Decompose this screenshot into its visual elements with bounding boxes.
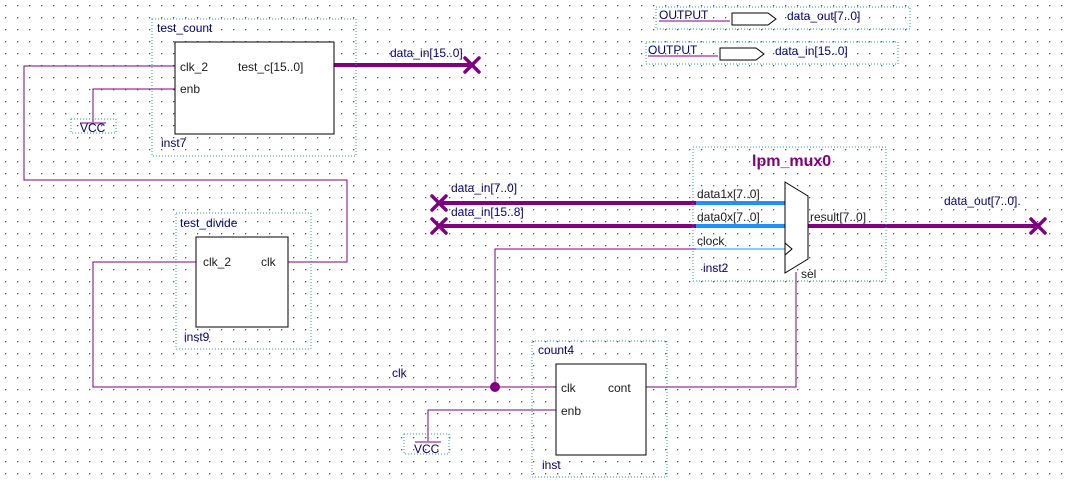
vcc-frame: [70, 118, 117, 134]
pin-label-clock: clock: [697, 234, 725, 248]
wire-mux-clock[interactable]: [494, 248, 696, 387]
clock-edge-icon: [784, 242, 793, 256]
output-port-name: data_in[15..0]: [775, 44, 848, 58]
wire-clk2-feedback[interactable]: [23, 65, 348, 263]
pin-label-sel: sel: [801, 267, 816, 281]
output-port-frame: [645, 41, 899, 65]
junction-dot: [490, 382, 500, 392]
block-type-label: lpm_mux0: [752, 153, 831, 170]
pin-label-clk: clk: [261, 255, 277, 269]
net-label-data-in-15-0: data_in[15..0]: [390, 46, 463, 60]
pin-label-data0x: data0x[7..0]: [697, 210, 760, 224]
x-terminator-icon: [463, 56, 481, 74]
pin-label-clk2: clk_2: [180, 60, 208, 74]
unconnected-markers: [430, 56, 1047, 235]
block-body: [195, 236, 289, 328]
output-port-dir-label: OUTPUT: [648, 43, 698, 57]
wire-enb-vcc1[interactable]: [92, 88, 175, 122]
pin-label-test-c: test_c[15..0]: [238, 60, 303, 74]
mux-symbol-icon: [784, 181, 809, 274]
vcc-frame: [403, 433, 450, 455]
block-test-count[interactable]: test_count clk_2 enb test_c[15..0] inst7: [151, 18, 357, 157]
output-port-name: data_out[7..0]: [787, 9, 860, 23]
instance-label: inst: [542, 458, 561, 472]
block-frame: [175, 212, 312, 350]
instance-label: inst2: [703, 261, 729, 275]
net-label-data-out: data_out[7..0].: [944, 194, 1021, 208]
x-terminator-icon: [1029, 217, 1047, 235]
block-type-label: test_divide: [180, 216, 238, 230]
x-terminator-icon: [430, 194, 448, 212]
wires: [23, 63, 1038, 441]
block-lpm-mux0[interactable]: lpm_mux0 data1x[7..0] data0x[7..0] clock…: [692, 146, 887, 282]
block-body: [555, 363, 647, 456]
vcc-symbol-2[interactable]: VCC: [403, 433, 450, 456]
output-port-data-out[interactable]: OUTPUT data_out[7..0]: [655, 6, 911, 30]
vcc-symbol-1[interactable]: VCC: [70, 118, 117, 135]
output-port-arrow-icon: [731, 12, 777, 26]
pin-label-enb: enb: [561, 404, 581, 418]
output-port-frame: [655, 6, 911, 30]
block-test-divide[interactable]: test_divide clk_2 clk inst9: [175, 212, 312, 350]
wire-cont-sel[interactable]: [646, 272, 797, 388]
net-label-data-in-7-0: data_in[7..0]: [451, 181, 517, 195]
vcc-label: VCC: [414, 442, 440, 456]
output-port-arrow-icon: [719, 47, 765, 61]
block-frame: [531, 340, 668, 478]
wire-clk-net[interactable]: [92, 261, 556, 388]
x-terminator-icon: [430, 217, 448, 235]
block-type-label: count4: [538, 343, 574, 357]
wire-enb-vcc2[interactable]: [427, 409, 556, 441]
pin-label-enb: enb: [180, 82, 200, 96]
vcc-label: VCC: [80, 121, 106, 135]
block-count4[interactable]: count4 clk enb cont inst: [531, 340, 668, 478]
pin-label-clk2: clk_2: [203, 255, 231, 269]
pin-label-result: result[7..0]: [810, 210, 866, 224]
pin-label-cont: cont: [608, 381, 631, 395]
instance-label: inst9: [184, 330, 210, 344]
block-body: [174, 41, 335, 135]
output-port-dir-label: OUTPUT: [659, 8, 709, 22]
output-port-data-in[interactable]: OUTPUT data_in[15..0]: [645, 41, 899, 65]
block-frame: [692, 146, 887, 282]
net-label-clk: clk: [392, 366, 408, 380]
pin-label-clk: clk: [561, 381, 577, 395]
block-type-label: test_count: [157, 21, 213, 35]
block-frame: [151, 18, 357, 157]
pin-label-data1x: data1x[7..0]: [697, 187, 760, 201]
net-label-data-in-15-8: data_in[15..8]: [451, 205, 524, 219]
instance-label: inst7: [161, 136, 187, 150]
